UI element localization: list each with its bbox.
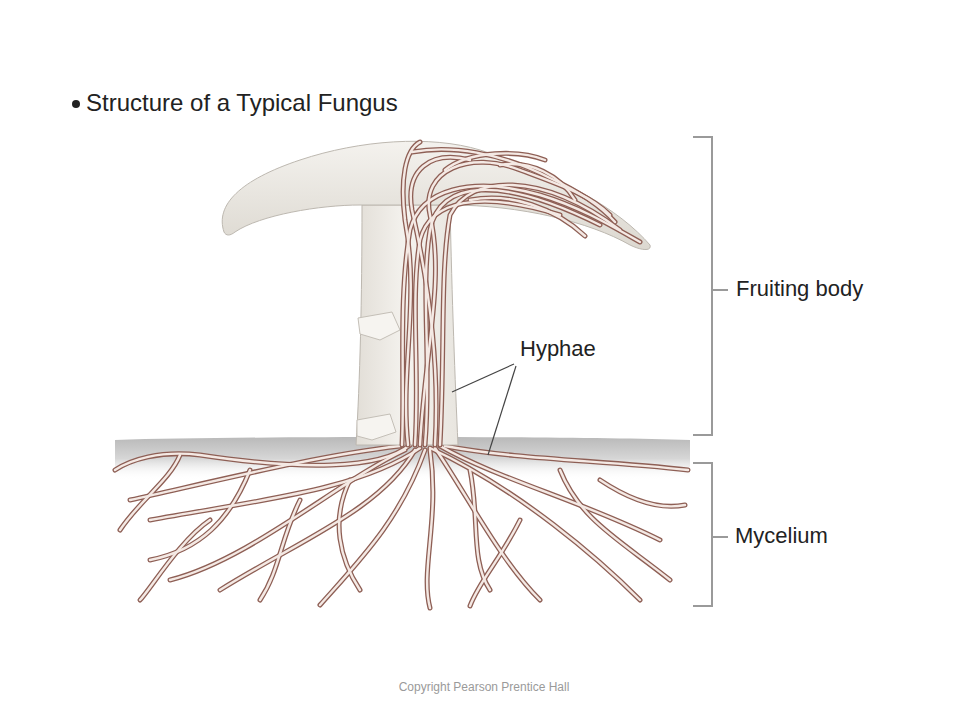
slide-title: Structure of a Typical Fungus xyxy=(86,89,398,118)
part-label: Hyphae xyxy=(520,336,596,362)
copyright-note: Copyright Pearson Prentice Hall xyxy=(4,680,960,694)
part-label: Mycelium xyxy=(735,523,828,549)
part-label: Fruiting body xyxy=(736,276,863,302)
